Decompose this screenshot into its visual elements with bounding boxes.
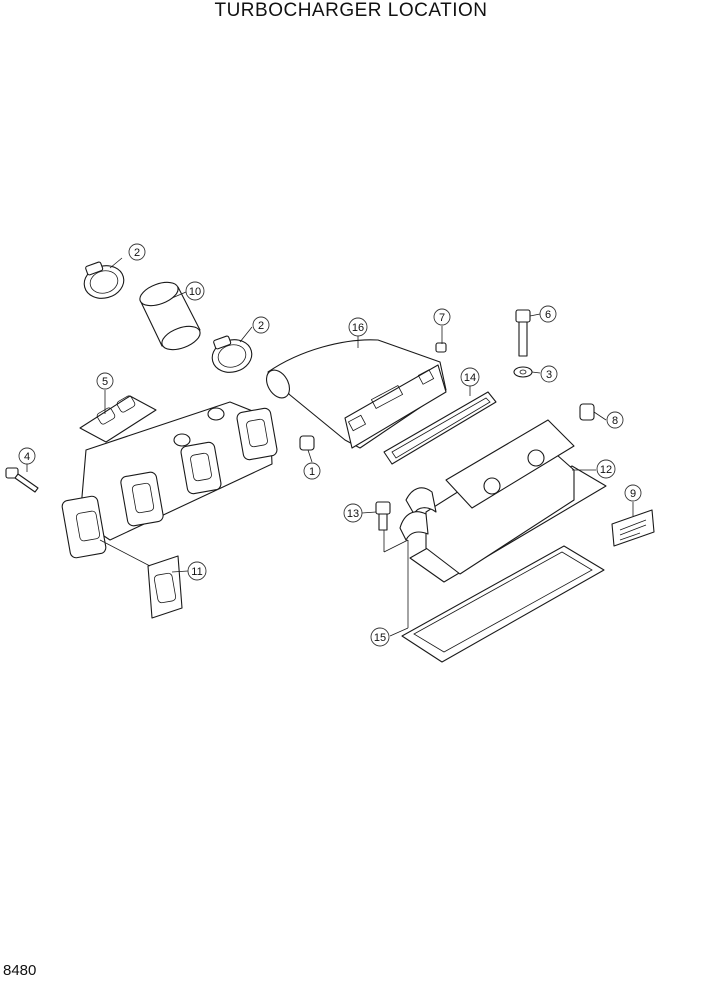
callout-2-upper: 2 xyxy=(128,243,146,261)
svg-text:8: 8 xyxy=(612,415,618,427)
callout-12: 12 xyxy=(596,459,616,479)
hose-sleeve xyxy=(139,281,201,351)
svg-text:10: 10 xyxy=(189,286,201,298)
svg-text:12: 12 xyxy=(600,464,612,476)
manifold-gasket xyxy=(147,555,183,619)
callout-13: 13 xyxy=(343,503,363,523)
svg-text:11: 11 xyxy=(191,566,202,578)
callout-2-lower: 2 xyxy=(252,316,270,334)
screw-small xyxy=(435,342,447,353)
callout-15: 15 xyxy=(370,627,390,647)
leader-lines xyxy=(26,257,634,637)
cooler-housing xyxy=(399,419,607,583)
label-plate xyxy=(611,509,655,547)
svg-text:9: 9 xyxy=(630,488,636,500)
intake-elbow xyxy=(265,339,447,449)
callout-5: 5 xyxy=(96,372,114,390)
svg-text:6: 6 xyxy=(545,309,551,321)
svg-text:2: 2 xyxy=(134,247,140,259)
svg-text:7: 7 xyxy=(439,312,445,324)
callout-10: 10 xyxy=(185,281,205,301)
svg-text:2: 2 xyxy=(258,320,264,332)
callout-11: 11 xyxy=(187,561,207,581)
plug xyxy=(299,435,315,451)
cooler-gasket xyxy=(401,545,605,663)
hose-clamp-lower xyxy=(211,335,253,373)
exhaust-manifold xyxy=(61,401,278,559)
callout-16: 16 xyxy=(348,317,368,337)
callout-8: 8 xyxy=(606,411,624,429)
fitting xyxy=(579,403,595,421)
hose-clamp-upper xyxy=(83,261,125,299)
bolt-4 xyxy=(5,467,39,493)
callout-4: 4 xyxy=(18,447,36,465)
svg-text:5: 5 xyxy=(102,376,108,388)
callout-6: 6 xyxy=(539,305,557,323)
callout-7: 7 xyxy=(433,308,451,326)
svg-text:1: 1 xyxy=(309,466,315,478)
svg-text:4: 4 xyxy=(24,451,30,463)
callout-9: 9 xyxy=(624,484,642,502)
callout-3: 3 xyxy=(540,365,558,383)
page-code: 8480 xyxy=(3,962,37,979)
callout-1: 1 xyxy=(303,462,321,480)
cover-plate xyxy=(79,395,157,443)
page-title: TURBOCHARGER LOCATION xyxy=(214,0,488,21)
svg-text:13: 13 xyxy=(347,508,359,520)
intake-gasket xyxy=(383,391,497,465)
washer xyxy=(513,366,533,378)
callout-14: 14 xyxy=(460,367,480,387)
svg-text:14: 14 xyxy=(464,372,476,384)
svg-text:16: 16 xyxy=(352,322,364,334)
svg-text:15: 15 xyxy=(374,632,386,644)
long-bolt xyxy=(515,309,531,357)
svg-text:3: 3 xyxy=(546,369,552,381)
bolt-13 xyxy=(375,501,391,531)
